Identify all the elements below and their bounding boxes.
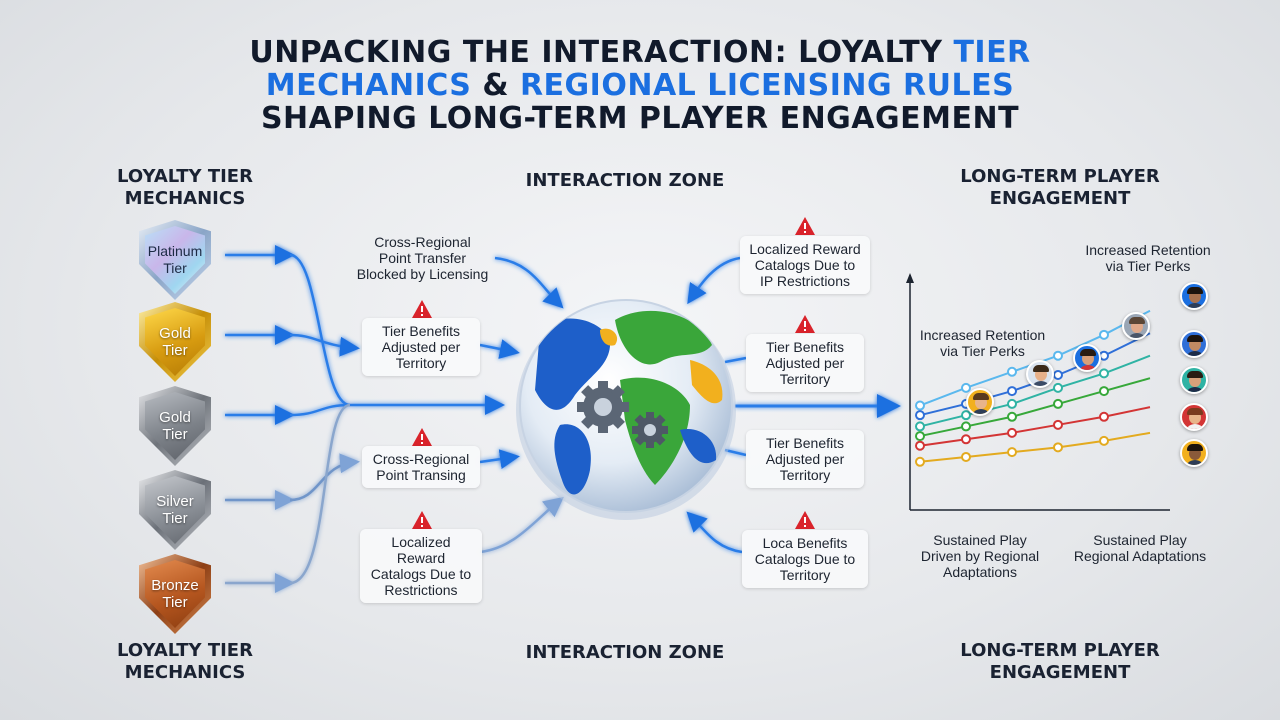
chart-point-2-0 bbox=[915, 421, 925, 432]
title-line-1: UNPACKING THE INTERACTION: LOYALTY TIER bbox=[249, 35, 1031, 70]
gear-icon bbox=[577, 381, 629, 433]
chart-point-4-3 bbox=[1053, 419, 1063, 430]
chart-point-1-3 bbox=[1053, 370, 1063, 380]
chart-point-1-0 bbox=[915, 410, 925, 421]
chart-point-5-1 bbox=[961, 451, 971, 462]
chart-point-0-1 bbox=[961, 382, 971, 393]
chart-series-line-5 bbox=[919, 431, 1151, 463]
chart-point-3-3 bbox=[1053, 398, 1063, 409]
chart-point-2-4 bbox=[1099, 368, 1109, 379]
chart-point-5-2 bbox=[1007, 447, 1017, 458]
chart-point-4-1 bbox=[961, 434, 971, 445]
heading-interaction-zone-top: INTERACTION ZONE bbox=[525, 170, 725, 191]
chart-point-0-2 bbox=[1007, 366, 1017, 377]
player-avatar-icon bbox=[1122, 312, 1150, 340]
player-avatar-icon bbox=[1180, 282, 1208, 310]
chart-point-2-2 bbox=[1007, 398, 1017, 409]
chart-point-4-0 bbox=[915, 440, 925, 451]
chart-point-5-0 bbox=[915, 456, 925, 467]
player-avatar-icon bbox=[1180, 330, 1208, 358]
page-title: UNPACKING THE INTERACTION: LOYALTY TIER … bbox=[0, 36, 1280, 135]
chart-point-2-3 bbox=[1053, 382, 1063, 393]
chart-point-3-2 bbox=[1007, 411, 1017, 422]
chart-point-0-3 bbox=[1053, 350, 1063, 361]
chart-point-5-4 bbox=[1099, 435, 1109, 446]
player-avatar-icon bbox=[966, 388, 994, 416]
title-line-2: MECHANICS & REGIONAL LICENSING RULES bbox=[265, 68, 1015, 103]
warning-icon bbox=[795, 315, 815, 333]
chart-point-3-0 bbox=[915, 431, 925, 442]
chart-point-5-3 bbox=[1053, 442, 1063, 453]
chart-point-4-2 bbox=[1007, 427, 1017, 438]
gear-icon bbox=[632, 412, 668, 448]
chart-point-3-1 bbox=[961, 421, 971, 432]
player-avatar-icon bbox=[1180, 366, 1208, 394]
player-avatar-icon bbox=[1180, 403, 1208, 431]
chart-point-2-1 bbox=[961, 410, 971, 421]
warning-icon bbox=[795, 217, 815, 235]
chart-axes bbox=[906, 273, 1170, 511]
warning-icon bbox=[412, 300, 432, 318]
chart-point-0-0 bbox=[915, 400, 925, 411]
warning-icon bbox=[412, 511, 432, 529]
warning-icon bbox=[412, 428, 432, 446]
chart-point-1-2 bbox=[1007, 386, 1017, 397]
chart-point-4-4 bbox=[1099, 411, 1109, 422]
player-avatar-icon bbox=[1026, 360, 1054, 388]
title-line-3: SHAPING LONG-TERM PLAYER ENGAGEMENT bbox=[260, 101, 1020, 136]
chart-point-3-4 bbox=[1099, 386, 1109, 397]
player-avatar-icon bbox=[1073, 344, 1101, 372]
chart-series-line-3 bbox=[919, 377, 1151, 438]
player-avatar-icon bbox=[1180, 439, 1208, 467]
chart-series-line-4 bbox=[919, 406, 1151, 447]
chart-series bbox=[915, 309, 1151, 467]
chart-point-1-4 bbox=[1099, 350, 1109, 361]
heading-interaction-zone-bottom: INTERACTION ZONE bbox=[525, 642, 725, 663]
chart-series-line-2 bbox=[919, 354, 1151, 428]
chart-y-axis-arrow bbox=[906, 273, 914, 283]
warning-icon bbox=[795, 511, 815, 529]
chart-point-0-4 bbox=[1099, 329, 1109, 340]
